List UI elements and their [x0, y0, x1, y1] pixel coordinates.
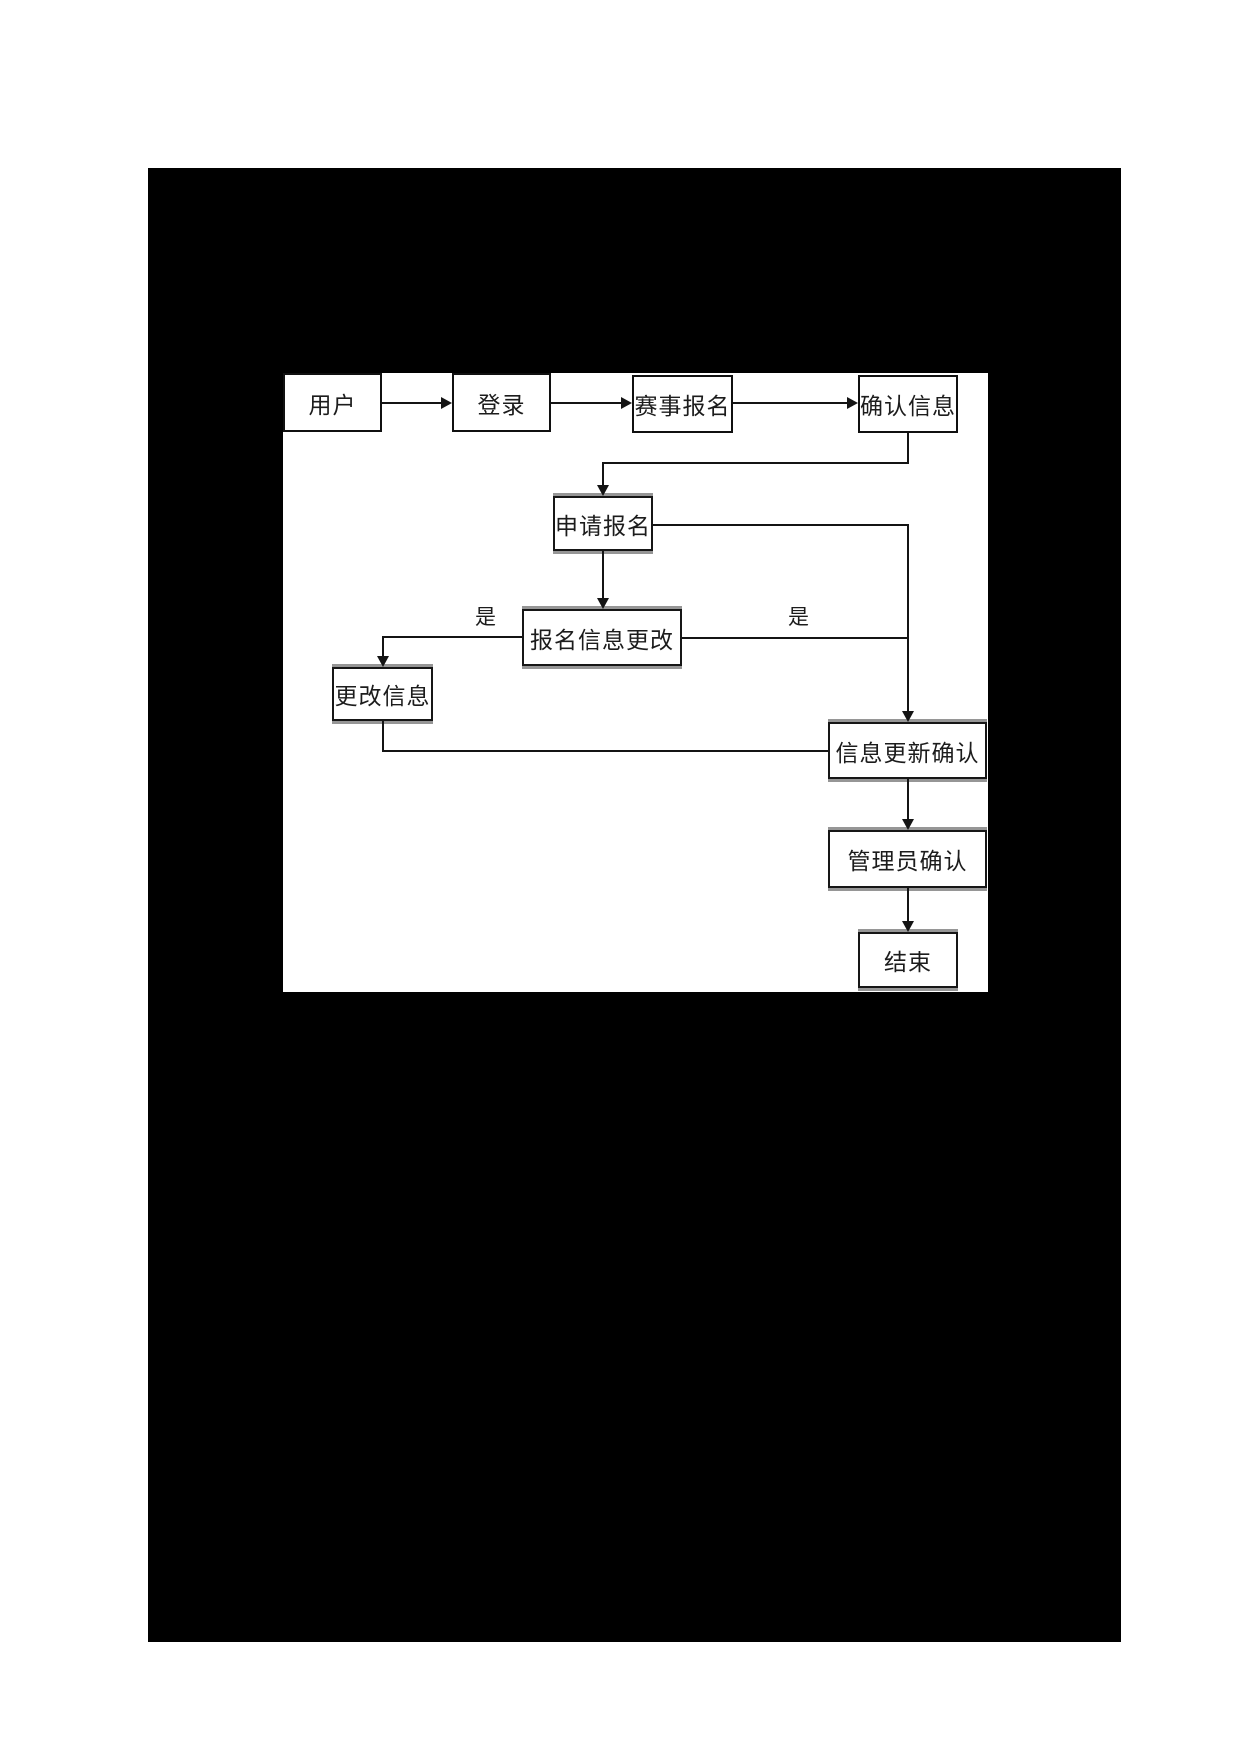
- edge-label-yes-left: 是: [475, 606, 496, 629]
- edge-change-yes-right: [682, 637, 909, 639]
- arrowhead-icon: [902, 819, 914, 830]
- flow-node-admin-confirm: 管理员确认: [828, 830, 987, 888]
- arrowhead-icon: [377, 656, 389, 667]
- flow-node-login: 登录: [452, 373, 551, 432]
- flow-node-confirm-info: 确认信息: [858, 375, 958, 433]
- arrowhead-icon: [441, 397, 452, 409]
- arrowhead-icon: [621, 397, 632, 409]
- edge-changeinfo-update-seg1: [382, 721, 384, 752]
- arrowhead-icon: [597, 598, 609, 609]
- edge-confirm-apply-seg3: [602, 462, 604, 487]
- edge-login-event: [551, 402, 623, 404]
- flow-node-user: 用户: [283, 373, 382, 432]
- edge-event-confirm: [733, 402, 849, 404]
- flow-node-registration-info-change: 报名信息更改: [522, 609, 682, 666]
- flow-node-end: 结束: [858, 932, 958, 988]
- edge-update-admin: [907, 779, 909, 821]
- edge-change-yes-left-seg2: [382, 636, 384, 658]
- flow-node-apply-registration: 申请报名: [553, 496, 653, 551]
- arrowhead-icon: [902, 711, 914, 722]
- edge-user-login: [382, 402, 443, 404]
- edge-confirm-apply-seg1: [907, 433, 909, 464]
- edge-admin-end: [907, 888, 909, 923]
- edge-confirm-apply-seg2: [602, 462, 909, 464]
- flowchart-canvas: 用户 登录 赛事报名 确认信息 申请报名 报名信息更改 更改信息 信息更新确认 …: [283, 373, 988, 992]
- edge-apply-trunk: [653, 524, 909, 526]
- arrowhead-icon: [902, 921, 914, 932]
- arrowhead-icon: [597, 485, 609, 496]
- flow-node-info-update-confirm: 信息更新确认: [828, 722, 987, 779]
- edge-changeinfo-update-seg2: [382, 750, 828, 752]
- edge-apply-change: [602, 551, 604, 600]
- black-slide-area: 用户 登录 赛事报名 确认信息 申请报名 报名信息更改 更改信息 信息更新确认 …: [148, 168, 1121, 1642]
- arrowhead-icon: [847, 397, 858, 409]
- flow-node-event-registration: 赛事报名: [632, 375, 733, 433]
- edge-change-yes-left-seg1: [382, 636, 522, 638]
- edge-trunk-vertical: [907, 524, 909, 713]
- edge-label-yes-right: 是: [788, 606, 809, 629]
- flow-node-change-info: 更改信息: [332, 667, 433, 721]
